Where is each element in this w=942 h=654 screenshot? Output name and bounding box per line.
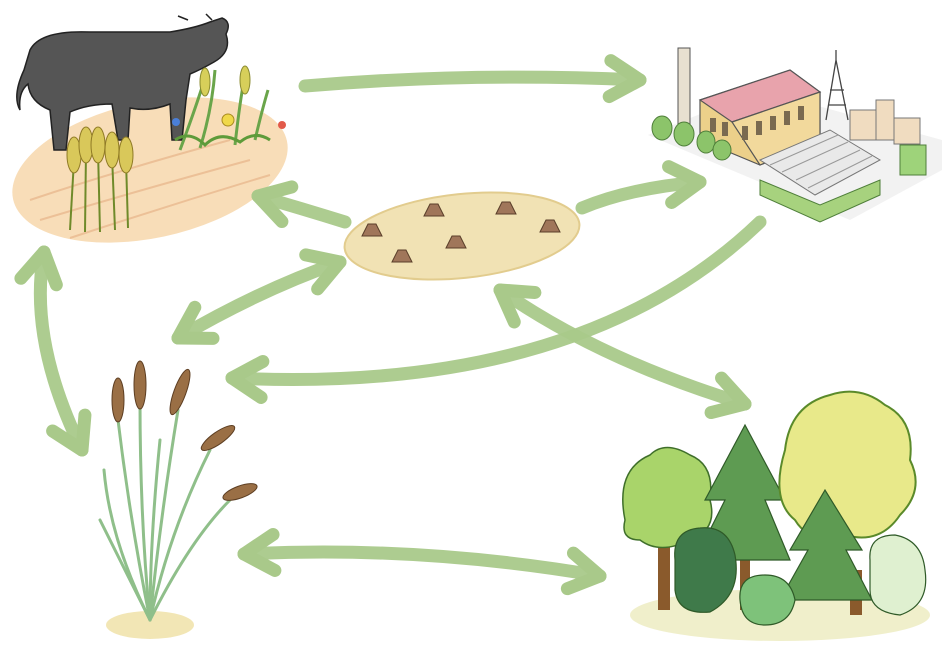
arrow-clearing-to-wetland [178,255,340,338]
reed-grass-icon [100,361,259,620]
arrow-shaft [178,262,340,338]
arrow-shaft [305,77,640,86]
deciduous-tree-big [779,392,915,538]
arrow-farmland-to-industry [305,61,640,97]
arrow-clearing-to-farmland [258,187,345,222]
industry-node [648,48,942,222]
wetland-node [100,361,259,639]
mixed-forest-icon [623,392,926,625]
factory-greenhouse-icon [648,48,942,222]
clearing-node [340,182,583,290]
forest-node [623,392,930,641]
arrow-clearing-to-industry [582,167,700,208]
arrow-farmland-to-wetland [21,252,85,450]
farmland-node [0,14,301,266]
arrow-wetland-to-forest [244,534,600,588]
arrow-shaft [244,552,600,576]
chimney [678,48,690,126]
